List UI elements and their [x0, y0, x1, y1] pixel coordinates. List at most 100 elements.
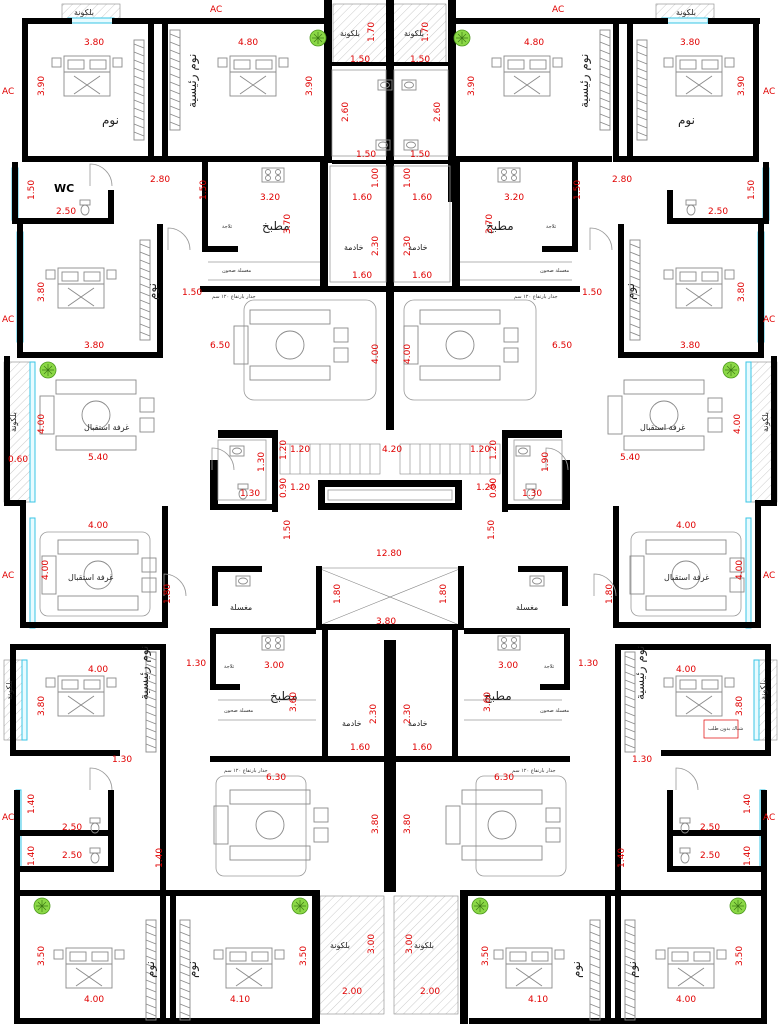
maid-room-label: خادمة — [342, 719, 362, 728]
dimension-label: 3.00 — [405, 934, 415, 954]
dimension-label: 1.50 — [182, 288, 202, 298]
dimension-label: 3.70 — [485, 214, 495, 234]
ac-labels: AC AC AC AC AC AC AC AC AC AC — [2, 5, 775, 823]
dimension-label: 3.90 — [37, 76, 47, 96]
balcony-label: بلكونة — [676, 8, 696, 17]
balcony-label: بلكونة — [5, 680, 14, 700]
dimension-label: 1.30 — [257, 452, 267, 472]
dimension-label: 1.60 — [412, 743, 432, 753]
master-bedroom-label: نوم رئيسية — [137, 646, 152, 700]
dimension-label: 4.00 — [676, 521, 696, 531]
sink-label: مغسلة صحون — [540, 708, 570, 714]
dimension-label: 1.40 — [743, 794, 753, 814]
dimension-label: 1.30 — [578, 659, 598, 669]
reception-label: غرفة استقبال — [84, 423, 129, 432]
dimension-label: 5.40 — [88, 453, 108, 463]
bedroom-label: نوم — [185, 961, 200, 978]
balcony-label: بلكونة — [74, 8, 94, 17]
dimension-label: 3.80 — [737, 282, 747, 302]
dimension-label: 3.90 — [467, 76, 477, 96]
dimension-label: 0.90 — [279, 478, 289, 498]
balcony-label: بلكونة — [330, 941, 350, 950]
reception-label: غرفة استقبال — [640, 423, 685, 432]
dimension-label: 4.00 — [733, 414, 743, 434]
dimension-label: 3.50 — [37, 946, 47, 966]
dimension-label: 1.50 — [410, 55, 430, 65]
dimension-label: 3.80 — [84, 38, 104, 48]
dimension-label: 3.80 — [403, 814, 413, 834]
kitchen-label: مطبخ — [486, 219, 514, 233]
dimension-label: 4.00 — [676, 995, 696, 1005]
reception-label: غرفة استقبال — [664, 573, 709, 582]
dimension-label: 3.80 — [735, 696, 745, 716]
dimension-label: 3.90 — [737, 76, 747, 96]
dimension-label: 4.00 — [37, 414, 47, 434]
dimension-label: 4.80 — [524, 38, 544, 48]
balcony-label: بلكونة — [414, 941, 434, 950]
dimension-label: 0.90 — [489, 478, 499, 498]
bedroom-label: نوم — [145, 283, 160, 300]
dimension-label: 2.50 — [700, 823, 720, 833]
dimensions: 3.80 3.80 4.80 4.80 1.70 1.70 1.50 1.50 … — [8, 22, 757, 1005]
dimension-label: 3.60 — [483, 692, 493, 712]
dimension-label: 2.60 — [433, 102, 443, 122]
dimension-label: 4.00 — [88, 665, 108, 675]
ac-label: AC — [552, 5, 564, 15]
kitchen-label: مطبخ — [484, 689, 512, 703]
dimension-label: 1.50 — [487, 520, 497, 540]
dimension-label: 3.80 — [680, 38, 700, 48]
dimension-label: 1.40 — [27, 794, 37, 814]
dimension-label: 1.50 — [747, 180, 757, 200]
dimension-label: 2.50 — [700, 851, 720, 861]
dimension-label: 1.40 — [743, 846, 753, 866]
dimension-label: 1.00 — [403, 168, 413, 188]
dimension-label: 1.80 — [163, 584, 173, 604]
dimension-label: 3.80 — [37, 282, 47, 302]
dimension-label: 2.50 — [708, 207, 728, 217]
dimension-label: 4.00 — [84, 995, 104, 1005]
kitchen-label: مطبخ — [262, 219, 290, 233]
dimension-label: 3.20 — [260, 193, 280, 203]
ac-label: AC — [210, 5, 222, 15]
ac-label: AC — [763, 571, 775, 581]
fridge-label: ثلاجة — [222, 224, 233, 230]
dimension-label: 2.50 — [62, 823, 82, 833]
dimension-label: 3.00 — [264, 661, 284, 671]
balcony-label: بلكونة — [404, 29, 424, 38]
dimension-label: 4.20 — [382, 445, 402, 455]
dimension-label: 1.80 — [605, 584, 615, 604]
dimension-label: 1.30 — [522, 489, 542, 499]
dimension-label: 3.80 — [680, 341, 700, 351]
dimension-label: 3.60 — [289, 692, 299, 712]
dimension-label: 1.60 — [412, 271, 432, 281]
master-bedroom-label: نوم رئيسية — [185, 54, 200, 108]
sink-label: مغسلة صحون — [222, 268, 252, 274]
dimension-label: 1.60 — [350, 743, 370, 753]
dimension-label: 1.50 — [350, 55, 370, 65]
dimension-label: 2.00 — [342, 987, 362, 997]
dimension-label: 4.10 — [528, 995, 548, 1005]
wall-note: جدار بارتفاع ١٢٠ سم — [512, 768, 556, 774]
dimension-label: 3.80 — [371, 814, 381, 834]
dimension-label: 1.50 — [283, 520, 293, 540]
dimension-label: 6.30 — [494, 773, 514, 783]
dimension-label: 2.30 — [403, 704, 413, 724]
bedroom-label: نوم — [625, 961, 640, 978]
dimension-label: 2.60 — [341, 102, 351, 122]
dimension-label: 2.30 — [371, 236, 381, 256]
dimension-label: 3.50 — [481, 946, 491, 966]
dimension-label: 1.70 — [421, 22, 431, 42]
dimension-label: 1.60 — [352, 271, 372, 281]
bedroom-label: نوم — [143, 961, 158, 978]
dimension-label: 1.20 — [470, 445, 490, 455]
dimension-label: 1.30 — [240, 489, 260, 499]
dimension-label: 1.80 — [439, 584, 449, 604]
maid-room-label: خادمة — [408, 243, 428, 252]
ac-label: AC — [763, 315, 775, 325]
dimension-label: 1.30 — [632, 755, 652, 765]
dimension-label: 3.70 — [283, 214, 293, 234]
dimension-label: 6.50 — [552, 341, 572, 351]
laundry-label: مغسلة — [230, 603, 252, 612]
dimension-label: 4.00 — [371, 344, 381, 364]
kitchen-label: مطبخ — [270, 689, 298, 703]
